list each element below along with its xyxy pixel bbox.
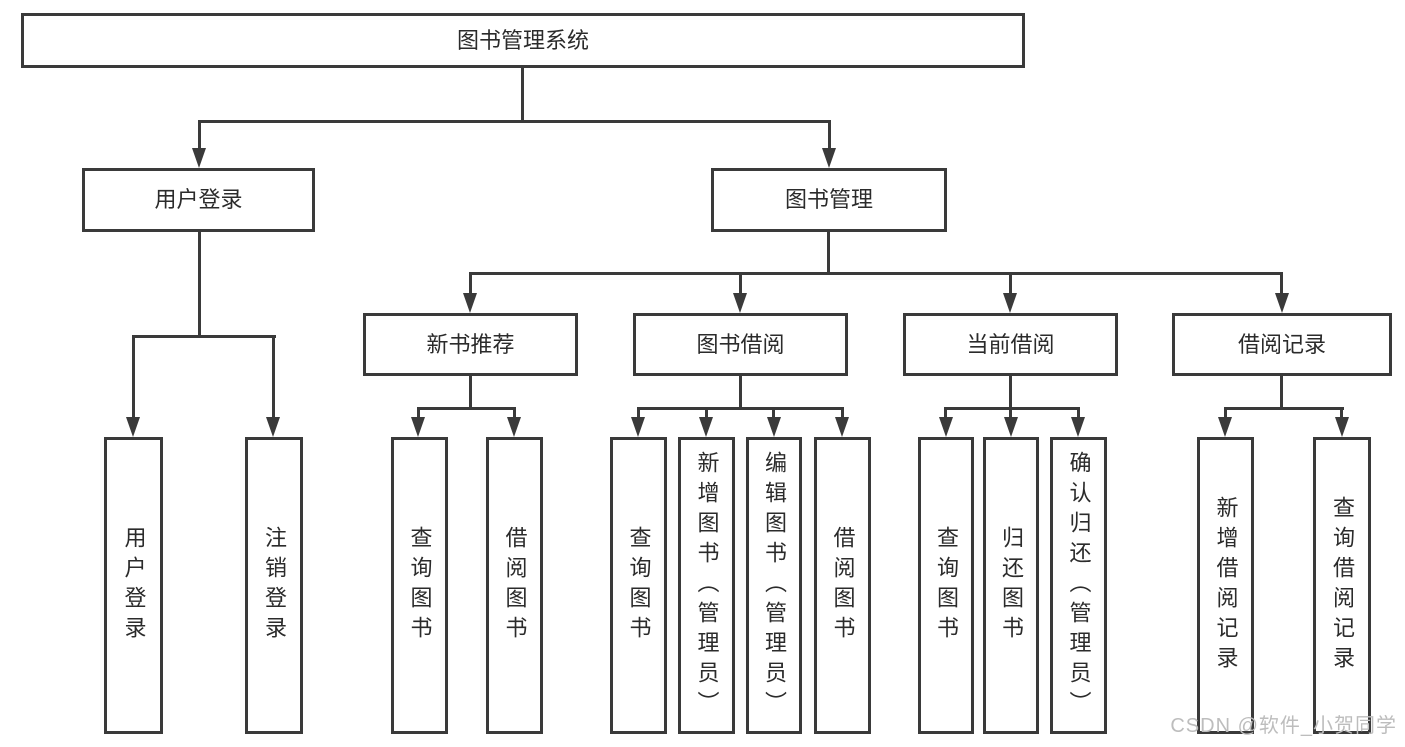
connector-current-borrow-stem — [1009, 376, 1012, 410]
connector-leaf-stem — [417, 407, 420, 419]
leaf-query-books-1-label: 查询图书 — [407, 525, 433, 646]
connector-leaf-stem — [772, 407, 775, 419]
csdn-watermark: CSDN @软件_小贺同学 — [1170, 715, 1397, 737]
arrowhead-to-current-borrow — [1003, 293, 1017, 313]
connector-new-books-stem — [469, 376, 472, 410]
connector-leaf-stem — [1009, 407, 1012, 419]
connector-leaf-stem — [637, 407, 640, 419]
node-root-label: 图书管理系统 — [456, 27, 589, 53]
leaf-borrow-books-2-label: 借阅图书 — [830, 525, 856, 646]
arrowhead-to-leaf-user-login — [126, 417, 140, 437]
connector-book-mgmt-stem — [827, 232, 830, 275]
connector-book-mgmt-bar — [469, 272, 1283, 275]
connector-current-borrow-bar — [944, 407, 1080, 410]
connector-leaf-stem — [841, 407, 844, 419]
leaf-return-book-label: 归还图书 — [999, 525, 1024, 646]
node-book-borrow-label: 图书借阅 — [696, 331, 785, 357]
node-borrow-records: 借阅记录 — [1172, 313, 1392, 376]
connector-leaf-stem — [705, 407, 708, 419]
arrowhead-to-book-mgmt — [822, 148, 836, 168]
arrowhead-to-leaf-return-book — [1004, 417, 1018, 437]
leaf-query-books-3-label: 查询图书 — [934, 525, 959, 646]
node-root: 图书管理系统 — [21, 13, 1025, 68]
arrowhead-to-borrow-records — [1275, 293, 1289, 313]
connector-to-leaf-logout-stem — [272, 335, 275, 419]
arrowhead-to-leaf-confirm-return — [1071, 417, 1085, 437]
node-user-login: 用户登录 — [82, 168, 315, 232]
arrowhead-to-user-login — [192, 148, 206, 168]
arrowhead-to-leaf-edit-book — [767, 417, 781, 437]
connector-book-borrow-bar — [637, 407, 844, 410]
leaf-borrow-books-1: 借阅图书 — [486, 437, 543, 734]
connector-book-borrow-stem — [739, 376, 742, 410]
connector-to-leaf-user-login-stem — [132, 335, 135, 419]
leaf-confirm-return-admin-label: 确认归还（管理员） — [1066, 450, 1092, 721]
leaf-add-book-admin-label: 新增图书（管理员） — [694, 450, 720, 721]
node-current-borrow: 当前借阅 — [903, 313, 1118, 376]
arrowhead-to-leaf-query-books-3 — [939, 417, 953, 437]
leaf-confirm-return-admin: 确认归还（管理员） — [1050, 437, 1107, 734]
leaf-query-books-3: 查询图书 — [918, 437, 974, 734]
leaf-edit-book-admin: 编辑图书（管理员） — [746, 437, 802, 734]
arrowhead-to-leaf-query-record — [1335, 417, 1349, 437]
arrowhead-to-leaf-add-record — [1218, 417, 1232, 437]
connector-new-books-bar — [417, 407, 516, 410]
leaf-user-login: 用户登录 — [104, 437, 163, 734]
leaf-borrow-books-1-label: 借阅图书 — [502, 525, 528, 646]
node-new-book-recommend: 新书推荐 — [363, 313, 578, 376]
connector-borrow-records-stem — [1280, 376, 1283, 410]
arrowhead-to-leaf-add-book — [699, 417, 713, 437]
node-current-borrow-label: 当前借阅 — [966, 331, 1055, 357]
leaf-logout: 注销登录 — [245, 437, 303, 734]
connector-to-book-mgmt-stem — [828, 120, 831, 150]
connector-borrow-records-bar — [1224, 407, 1344, 410]
connector-to-borrow-records-stem — [1280, 272, 1283, 295]
connector-to-current-borrow-stem — [1009, 272, 1012, 295]
connector-leaf-stem — [1340, 407, 1343, 419]
arrowhead-to-leaf-logout — [266, 417, 280, 437]
leaf-logout-label: 注销登录 — [262, 525, 287, 646]
leaf-query-books-2-label: 查询图书 — [626, 525, 652, 646]
leaf-query-books-1: 查询图书 — [391, 437, 448, 734]
connector-root-stem — [521, 68, 524, 120]
connector-leaf-stem — [1224, 407, 1227, 419]
connector-root-bar — [198, 120, 831, 123]
leaf-query-borrow-record: 查询借阅记录 — [1313, 437, 1371, 734]
connector-to-book-borrow-stem — [739, 272, 742, 295]
node-borrow-records-label: 借阅记录 — [1237, 331, 1326, 357]
connector-to-new-books-stem — [469, 272, 472, 295]
node-user-login-label: 用户登录 — [154, 187, 243, 212]
leaf-query-borrow-record-label: 查询借阅记录 — [1330, 495, 1355, 676]
connector-user-login-stem — [198, 232, 201, 338]
node-new-book-recommend-label: 新书推荐 — [426, 331, 515, 357]
leaf-user-login-label: 用户登录 — [121, 525, 147, 646]
connector-user-login-bar — [132, 335, 276, 338]
node-book-management: 图书管理 — [711, 168, 947, 232]
arrowhead-to-leaf-borrow-books-2 — [835, 417, 849, 437]
arrowhead-to-leaf-query-books-1 — [411, 417, 425, 437]
arrowhead-to-new-books — [463, 293, 477, 313]
node-book-borrow: 图书借阅 — [633, 313, 848, 376]
node-book-management-label: 图书管理 — [784, 187, 873, 212]
leaf-query-books-2: 查询图书 — [610, 437, 667, 734]
leaf-add-book-admin: 新增图书（管理员） — [678, 437, 735, 734]
arrowhead-to-book-borrow — [733, 293, 747, 313]
leaf-borrow-books-2: 借阅图书 — [814, 437, 871, 734]
leaf-edit-book-admin-label: 编辑图书（管理员） — [762, 450, 787, 721]
leaf-add-borrow-record-label: 新增借阅记录 — [1213, 495, 1239, 676]
connector-leaf-stem — [1077, 407, 1080, 419]
arrowhead-to-leaf-query-books-2 — [631, 417, 645, 437]
connector-leaf-stem — [513, 407, 516, 419]
leaf-return-book: 归还图书 — [983, 437, 1039, 734]
arrowhead-to-leaf-borrow-books-1 — [507, 417, 521, 437]
connector-to-user-login-stem — [198, 120, 201, 150]
leaf-add-borrow-record: 新增借阅记录 — [1197, 437, 1254, 734]
connector-leaf-stem — [944, 407, 947, 419]
